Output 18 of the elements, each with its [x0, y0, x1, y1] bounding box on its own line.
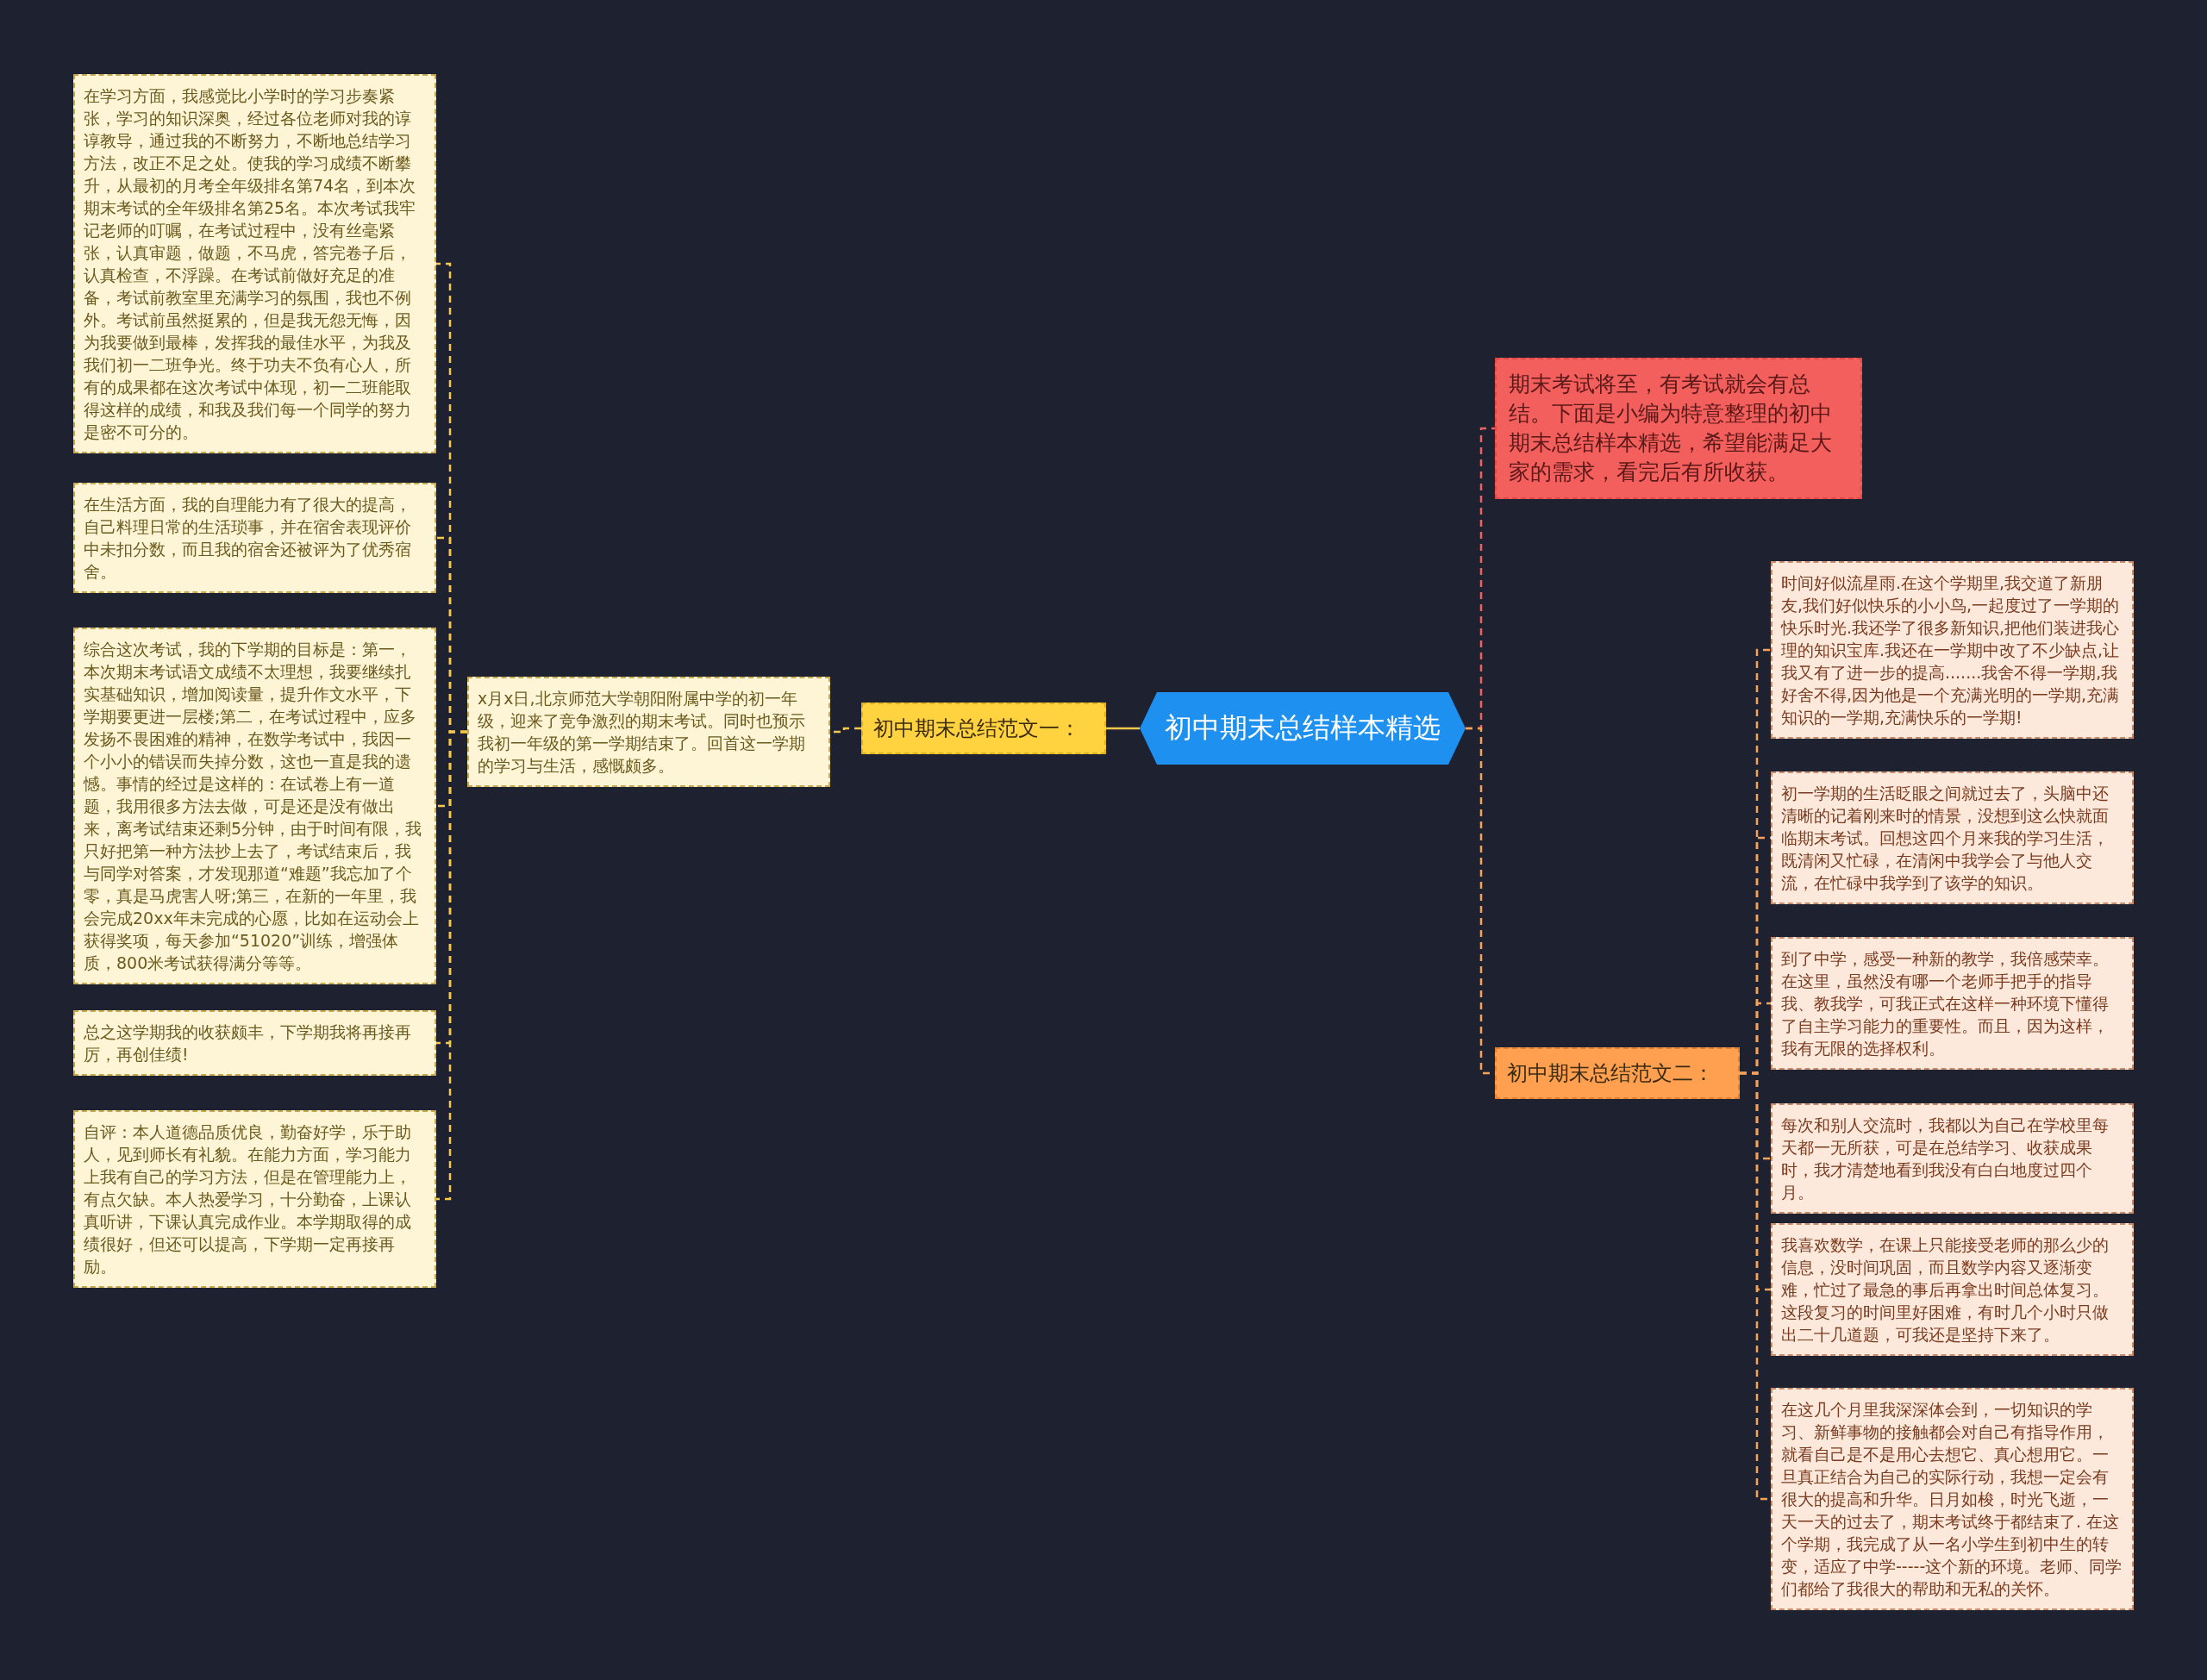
note-box: 每次和别人交流时，我都以为自己在学校里每天都一无所获，可是在总结学习、收获成果时，我才清楚地看到我没有白白地度过四个月。 [1771, 1103, 2134, 1214]
note-box: 在这几个月里我深深体会到，一切知识的学习、新鲜事物的接触都会对自己有指导作用，就看自己是不是用心去想它、真心想用它。一旦真正结合为自己的实际行动，我想一定会有很大的提高和升华。日月如梭，时光飞逝，一天一天的过去了，期末考试终于都结束了. 在这个学期，我完成了从一名小学生到初中生的转变，适应了中学-----这个新的环境。老师、同学们都给了我很大的帮助和无私的关怀。 [1771, 1388, 2134, 1610]
branch-box: 初中期末总结范文二： [1495, 1047, 1740, 1099]
note-box: 到了中学，感受一种新的教学，我倍感荣幸。在这里，虽然没有哪一个老师手把手的指导我、教我学，可我正式在这样一种环境下懂得了自主学习能力的重要性。而且，因为这样，我有无限的选择权利。 [1771, 937, 2134, 1070]
branch-box: 初中期末总结范文一： [861, 703, 1106, 754]
note-box: 在生活方面，我的自理能力有了很大的提高，自己料理日常的生活琐事，并在宿舍表现评价中未扣分数，而且我的宿舍还被评为了优秀宿舍。 [73, 483, 436, 593]
note-box: 总之这学期我的收获颇丰，下学期我将再接再厉，再创佳绩! [73, 1010, 436, 1076]
note-box: 综合这次考试，我的下学期的目标是：第一，本次期末考试语文成绩不太理想，我要继续扎实基础知识，增加阅读量，提升作文水平，下学期要更进一层楼;第二，在考试过程中，应多发扬不畏困难的精神，在数学考试中，我因一个小小的错误而失掉分数，这也一直是我的遗憾。事情的经过是这样的：在试卷上有一道题，我用很多方法去做，可是还是没有做出来，离考试结束还剩5分钟，由于时间有限，我只好把第一种方法抄上去了，考试结束后，我与同学对答案，才发现那道“难题”我忘加了个零，真是马虎害人呀;第三，在新的一年里，我会完成20xx年未完成的心愿，比如在运动会上获得奖项，每天参加“51020”训练，增强体质，800米考试获得满分等等。 [73, 628, 436, 984]
note-box: 在学习方面，我感觉比小学时的学习步奏紧张，学习的知识深奥，经过各位老师对我的谆谆教导，通过我的不断努力，不断地总结学习方法，改正不足之处。使我的学习成绩不断攀升，从最初的月考全年级排名第74名，到本次期末考试的全年级排名第25名。本次考试我牢记老师的叮嘱，在考试过程中，没有丝毫紧张，认真审题，做题，不马虎，答完卷子后，认真检查，不浮躁。在考试前做好充足的准备，考试前教室里充满学习的氛围，我也不例外。考试前虽然挺累的，但是我无怨无悔，因为我要做到最棒，发挥我的最佳水平，为我及我们初一二班争光。终于功夫不负有心人，所有的成果都在这次考试中体现，初一二班能取得这样的成绩，和我及我们每一个同学的努力是密不可分的。 [73, 74, 436, 453]
note-box: 初一学期的生活眨眼之间就过去了，头脑中还清晰的记着刚来时的情景，没想到这么快就面临期末考试。回想这四个月来我的学习生活，既清闲又忙碌，在清闲中我学会了与他人交流，在忙碌中我学到了该学的知识。 [1771, 771, 2134, 904]
note-box: x月x日,北京师范大学朝阳附属中学的初一年级，迎来了竞争激烈的期末考试。同时也预示我初一年级的第一学期结束了。回首这一学期的学习与生活，感慨颇多。 [467, 677, 830, 787]
connector-line [436, 730, 467, 1201]
note-box: 我喜欢数学，在课上只能接受老师的那么少的信息，没时间巩固，而且数学内容又逐渐变难，忙过了最急的事后再拿出时间总体复习。这段复习的时间里好困难，有时几个小时只做出二十几道题，可我还是坚持下来了。 [1771, 1223, 2134, 1356]
connector-line [1106, 727, 1140, 730]
intro-box: 期末考试将至，有考试就会有总结。下面是小编为特意整理的初中期末总结样本精选，希望能满足大家的需求，看完后有所收获。 [1495, 358, 1862, 499]
note-box: 自评：本人道德品质优良，勤奋好学，乐于助人，见到师长有礼貌。在能力方面，学习能力上我有自己的学习方法，但是在管理能力上，有点欠缺。本人热爱学习，十分勤奋，上课认真听讲，下课认真完成作业。本学期取得的成绩很好，但还可以提高，下学期一定再接再励。 [73, 1110, 436, 1288]
topic-hexagon: 初中期末总结样本精选 [1140, 692, 1466, 765]
note-box: 时间好似流星雨.在这个学期里,我交道了新朋友,我们好似快乐的小小鸟,一起度过了一学期的快乐时光.我还学了很多新知识,把他们装进我心理的知识宝库.我还在一学期中改了不少缺点,让我又有了进一步的提高.......我舍不得一学期,我好舍不得,因为他是一个充满光明的一学期,充满知识的一学期,充满快乐的一学期! [1771, 561, 2134, 739]
